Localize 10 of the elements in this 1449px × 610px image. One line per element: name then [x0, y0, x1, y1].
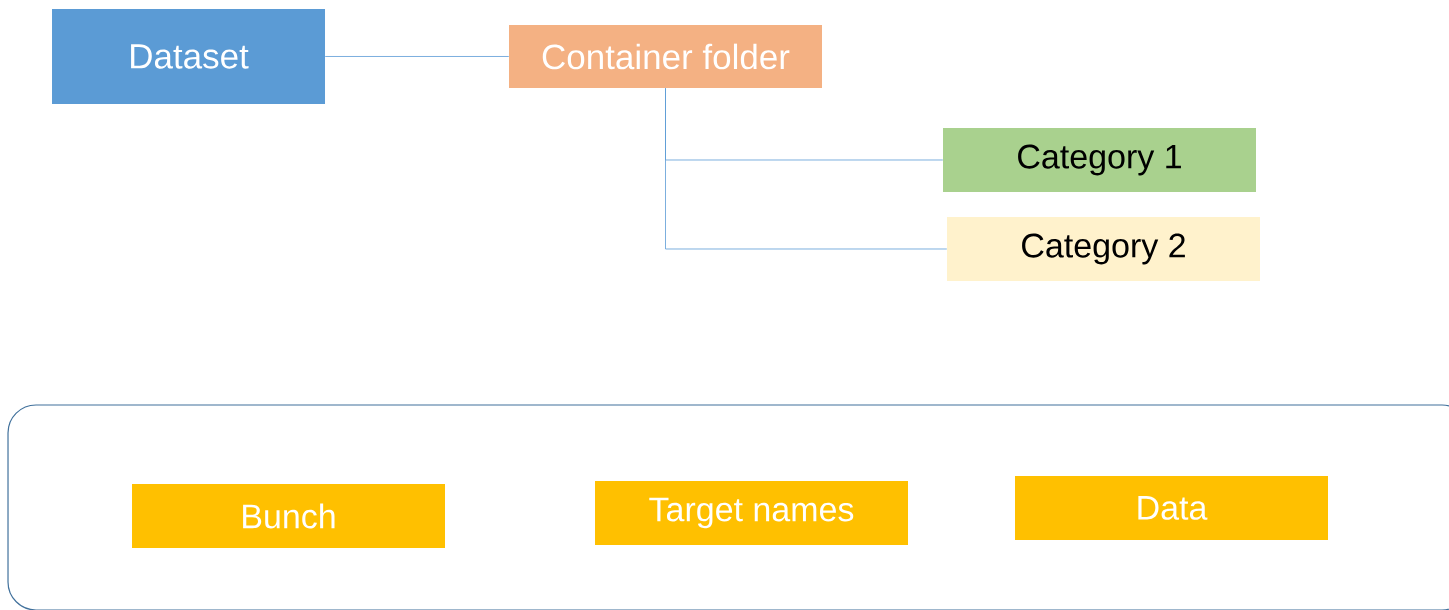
item-box: Bunch: [132, 484, 445, 548]
dataset-box: Dataset: [52, 9, 325, 104]
item-box: Data: [1015, 476, 1328, 540]
connector-line: [665, 87, 948, 250]
folder-box: Container folder: [509, 25, 822, 88]
connector-line: [324, 56, 510, 57]
item-box: Target names: [595, 481, 908, 545]
rounded-panel: [7, 404, 1449, 610]
category-box: Category 2: [947, 217, 1260, 281]
category-box: Category 1: [943, 128, 1256, 192]
